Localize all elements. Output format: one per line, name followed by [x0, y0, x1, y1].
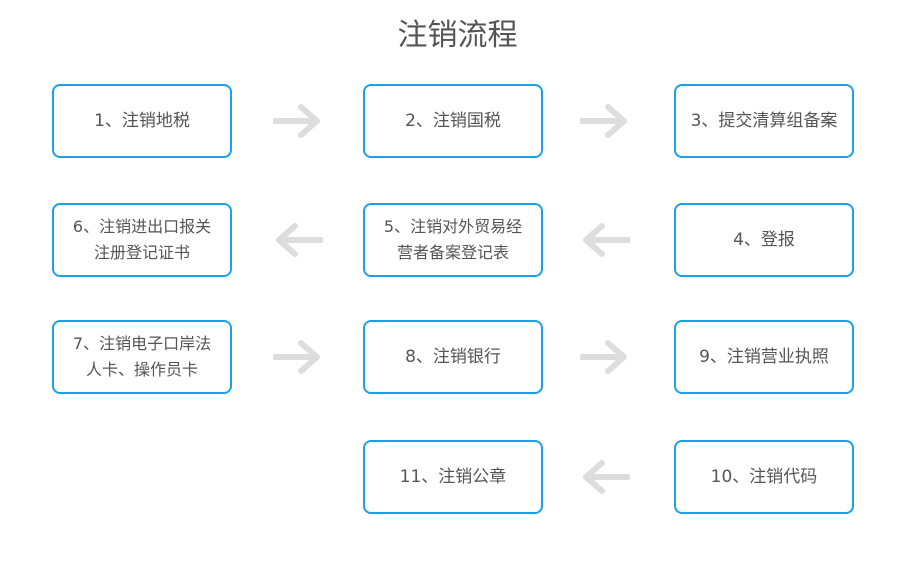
arrow-right-icon [273, 103, 323, 139]
step-5-label: 5、注销对外贸易经 营者备案登记表 [383, 217, 523, 262]
step-6-box: 6、注销进出口报关 注册登记证书 [52, 203, 232, 277]
step-8-label: 8、注销银行 [405, 347, 501, 367]
arrow-left-icon [580, 459, 630, 495]
step-8-box: 8、注销银行 [363, 320, 543, 394]
step-4-box: 4、登报 [674, 203, 854, 277]
step-7-label: 7、注销电子口岸法 人卡、操作员卡 [72, 334, 212, 379]
step-10-label: 10、注销代码 [710, 467, 818, 487]
step-5-box: 5、注销对外贸易经 营者备案登记表 [363, 203, 543, 277]
arrow-left-icon [273, 222, 323, 258]
arrow-right-icon [580, 339, 630, 375]
step-1-label: 1、注销地税 [94, 111, 190, 131]
step-2-label: 2、注销国税 [405, 111, 501, 131]
step-9-label: 9、注销营业执照 [699, 347, 829, 367]
step-9-box: 9、注销营业执照 [674, 320, 854, 394]
step-4-label: 4、登报 [733, 230, 795, 250]
step-10-box: 10、注销代码 [674, 440, 854, 514]
step-7-box: 7、注销电子口岸法 人卡、操作员卡 [52, 320, 232, 394]
step-6-label: 6、注销进出口报关 注册登记证书 [72, 217, 212, 262]
arrow-right-icon [580, 103, 630, 139]
step-11-box: 11、注销公章 [363, 440, 543, 514]
step-1-box: 1、注销地税 [52, 84, 232, 158]
step-3-box: 3、提交清算组备案 [674, 84, 854, 158]
step-2-box: 2、注销国税 [363, 84, 543, 158]
step-11-label: 11、注销公章 [399, 467, 507, 487]
arrow-right-icon [273, 339, 323, 375]
step-3-label: 3、提交清算组备案 [690, 111, 838, 131]
diagram-title: 注销流程 [397, 18, 518, 53]
arrow-left-icon [580, 222, 630, 258]
